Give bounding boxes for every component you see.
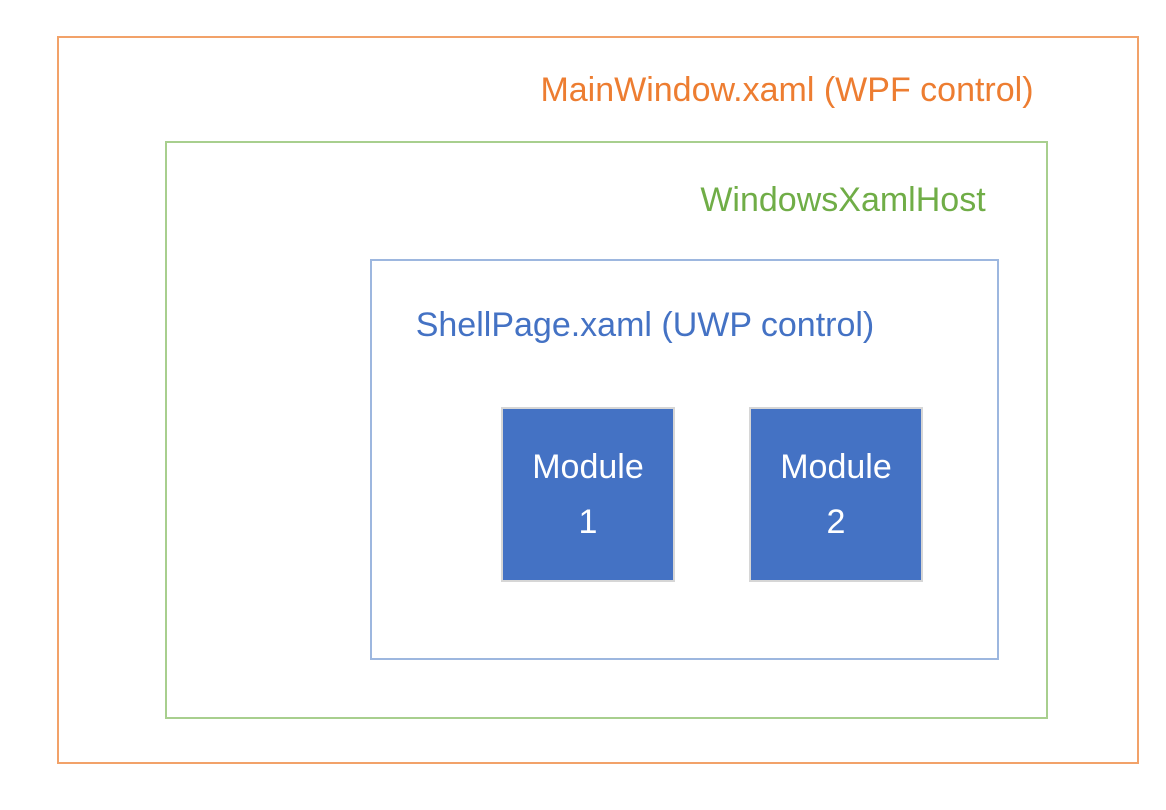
module-2-number: 2 (826, 502, 846, 541)
module-1-box: Module 1 (501, 407, 675, 582)
mainwindow-wpf-label: MainWindow.xaml (WPF control) (540, 71, 1034, 109)
mainwindow-wpf-box (57, 36, 1139, 764)
module-2-label: Module (780, 447, 892, 486)
module-1-label: Module (532, 447, 644, 486)
windowsxamlhost-label: WindowsXamlHost (700, 181, 986, 219)
shellpage-uwp-box (370, 259, 999, 660)
windowsxamlhost-box (165, 141, 1048, 719)
module-2-box: Module 2 (749, 407, 923, 582)
module-1-number: 1 (578, 502, 598, 541)
shellpage-uwp-label: ShellPage.xaml (UWP control) (415, 306, 875, 344)
